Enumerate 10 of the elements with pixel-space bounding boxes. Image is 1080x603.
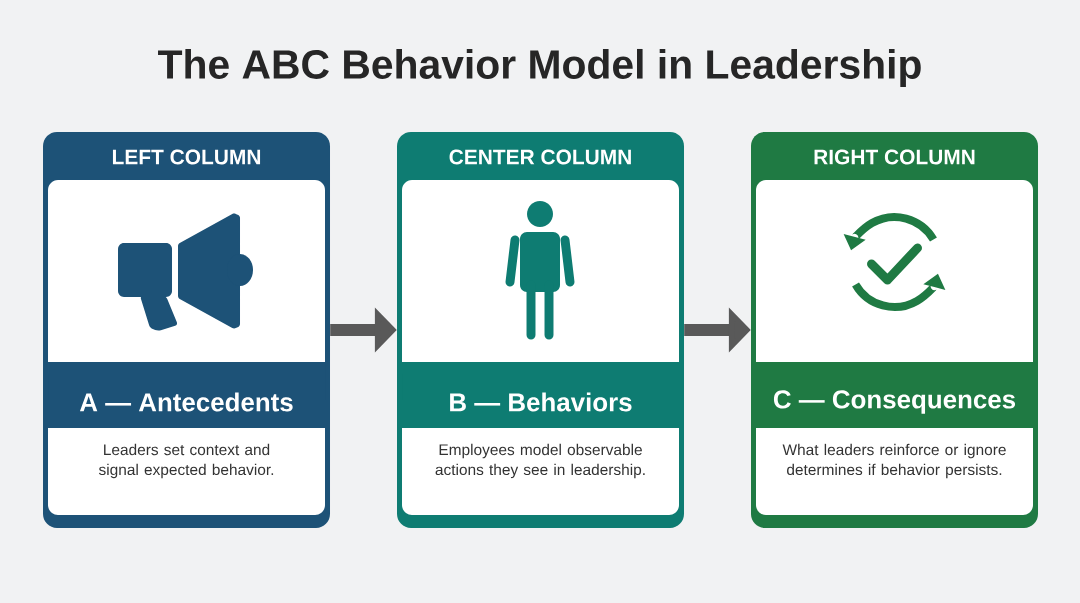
column-heading: LEFT COLUMN [112, 149, 261, 165]
title: The ABC Behavior Model in Leadership [158, 48, 921, 88]
description: Leaders set context and signal expected behavior. [98, 443, 274, 479]
column-heading: RIGHT COLUMN [814, 149, 975, 165]
stage-name: A — Antecedents [79, 392, 293, 412]
description: What leaders reinforce or ignore determines if behavior persists. [782, 443, 1006, 479]
column-heading: CENTER COLUMN [449, 149, 631, 165]
stage-name: B — Behaviors [450, 392, 632, 412]
description: Employees model observable actions they see in leadership. [435, 443, 645, 479]
stage-name: C — Consequences [773, 390, 1016, 414]
